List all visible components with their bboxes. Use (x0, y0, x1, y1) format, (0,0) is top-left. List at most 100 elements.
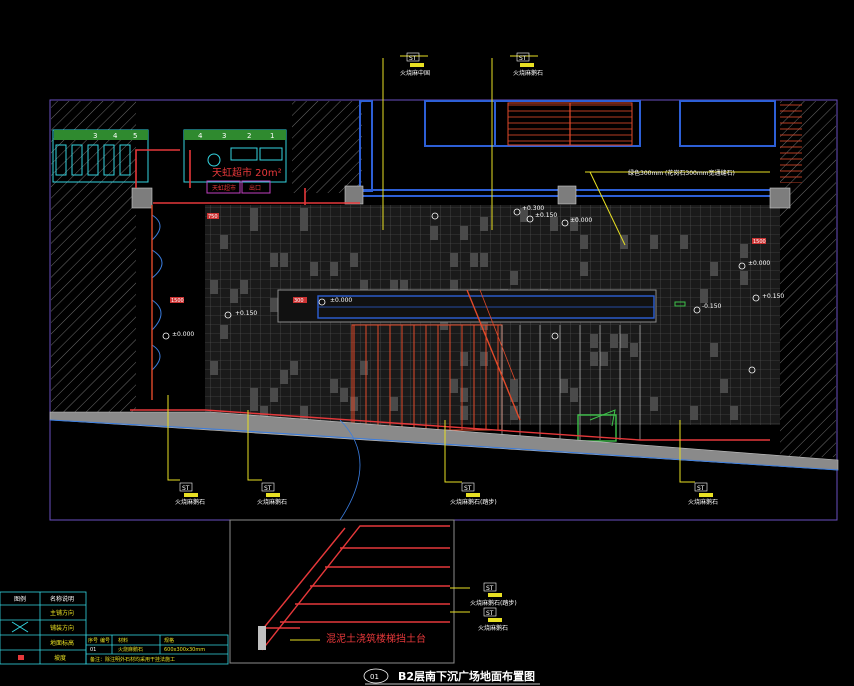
tag-top-2: ST 火烧麻鹅石 (513, 52, 543, 77)
svg-text:ST: ST (697, 485, 705, 492)
svg-text:±0.000: ±0.000 (172, 331, 194, 338)
bay-strip-left (54, 130, 148, 140)
shop-walls (135, 149, 360, 205)
section-tag-1: ST 火烧麻鹅石(踏步) (450, 582, 517, 607)
svg-text:750: 750 (208, 214, 218, 220)
svg-text:ST: ST (464, 485, 472, 492)
section-stair (261, 525, 450, 651)
hatch-top-mid (292, 101, 362, 193)
tile-accent (350, 253, 358, 267)
svg-text:火烧麻鹅石: 火烧麻鹅石 (257, 498, 287, 506)
tile-accent (300, 217, 308, 231)
tile-accent (300, 406, 308, 420)
tile-accent (550, 217, 558, 231)
drawing-title-block: 01 B2层南下沉广场地面布置图 (363, 668, 540, 685)
tile-accent (470, 253, 478, 267)
tile-accent (610, 334, 618, 348)
tile-accent (710, 343, 718, 357)
drawing-title: B2层南下沉广场地面布置图 (398, 669, 535, 683)
svg-text:+0.150: +0.150 (762, 293, 784, 300)
bay-num: 2 (247, 132, 251, 140)
tile-accent (510, 406, 518, 420)
tile-accent (310, 262, 318, 276)
tag-bottom-4: ST 火烧麻鹅石 (688, 482, 718, 506)
svg-text:ST: ST (519, 55, 527, 62)
svg-text:±0.000: ±0.000 (570, 217, 592, 224)
edge-note: 绿色300mm (花岗石300mm宽通缝石) (628, 169, 735, 177)
svg-text:1500: 1500 (171, 298, 184, 304)
svg-text:铺装方向: 铺装方向 (50, 624, 74, 632)
tile-accent (270, 388, 278, 402)
svg-text:ST: ST (409, 55, 417, 62)
shop-sub-right-label: 出口 (249, 184, 261, 192)
section-tag-2: ST 火烧麻鹅石 (450, 607, 508, 632)
bay-num: 1 (270, 132, 274, 140)
legend-arrow-icon (11, 621, 29, 633)
svg-text:ST: ST (264, 485, 272, 492)
svg-text:1500: 1500 (753, 239, 766, 245)
tile-accent (740, 271, 748, 285)
tile-accent (220, 235, 228, 249)
dim-tags: 300 1500 1500 750 (170, 213, 766, 304)
columns (131, 185, 791, 209)
tile-accent (480, 253, 488, 267)
tile-accent (440, 316, 448, 330)
tag-bottom-2: ST 火烧麻鹅石 (257, 482, 287, 506)
svg-text:火烧麻鹅石: 火烧麻鹅石 (688, 498, 718, 506)
svg-text:300: 300 (294, 298, 304, 304)
tile-accent (580, 262, 588, 276)
tile-accent (520, 208, 528, 222)
drawing-number: 01 (370, 673, 379, 681)
tile-accent (570, 217, 578, 231)
bay-num: 4 (198, 132, 203, 140)
svg-text:±0.000: ±0.000 (330, 297, 352, 304)
tile-accent (210, 361, 218, 375)
tile-accent (240, 280, 248, 294)
svg-text:名称说明: 名称说明 (50, 595, 74, 603)
platform (277, 289, 657, 323)
svg-text:序号: 序号 (88, 637, 98, 644)
legend (0, 591, 229, 665)
svg-text:材料: 材料 (118, 637, 128, 644)
tile-accent (250, 208, 258, 222)
tile-accent (460, 226, 468, 240)
tile-accent (330, 379, 338, 393)
tile-accent (220, 325, 228, 339)
tile-accent (260, 406, 268, 420)
bay-numbers: 1 2 3 4 5 4 3 (93, 132, 274, 140)
svg-text:坡度: 坡度 (54, 654, 66, 662)
tile-accent (270, 298, 278, 312)
tag-top-1: ST 火烧麻中国 (400, 52, 430, 77)
svg-text:火烧麻鹅石: 火烧麻鹅石 (478, 624, 508, 632)
elevation-symbols (162, 208, 760, 374)
tile-accent (710, 262, 718, 276)
svg-text:编号: 编号 (100, 637, 110, 644)
shop-sub-left (206, 180, 241, 194)
tile-accent (250, 397, 258, 411)
bench (577, 414, 617, 442)
tile-accent (430, 226, 438, 240)
tile-accent (630, 343, 638, 357)
section-frame (229, 519, 455, 664)
bay-num: 3 (93, 132, 97, 140)
svg-text:图例: 图例 (14, 595, 26, 603)
tile-accent (390, 280, 398, 294)
tile-accent (650, 397, 658, 411)
tile-accent (450, 253, 458, 267)
tile-accent (680, 235, 688, 249)
elevation-marks: +0.300 ±0.150 ±0.000 +0.150 ±0.000 -0.15… (172, 205, 784, 338)
tile-accent (280, 253, 288, 267)
tile-accent (270, 253, 278, 267)
tile-accent (230, 289, 238, 303)
svg-text:+0.150: +0.150 (235, 310, 257, 317)
edge-line (49, 419, 839, 471)
tile-accent (650, 235, 658, 249)
svg-text:火烧麻鹅石(踏步): 火烧麻鹅石(踏步) (470, 599, 517, 607)
svg-text:火烧麻鹅石: 火烧麻鹅石 (118, 646, 143, 653)
svg-text:规格: 规格 (164, 637, 174, 644)
bay-strip-right (184, 130, 286, 140)
tile-accent (590, 334, 598, 348)
tile-accent (450, 280, 458, 294)
svg-text:ST: ST (486, 610, 494, 617)
tile-accent (730, 406, 738, 420)
